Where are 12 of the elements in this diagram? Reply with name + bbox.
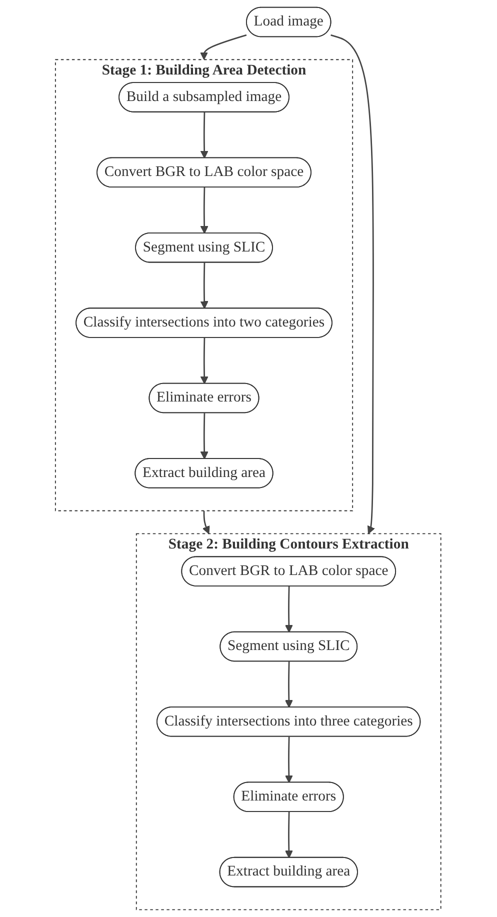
arrow (200, 338, 209, 384)
arrow (285, 662, 294, 708)
arrow (202, 510, 210, 534)
arrow (285, 586, 294, 633)
arrow (200, 34, 248, 60)
arrow (285, 736, 294, 784)
arrow (200, 188, 209, 234)
arrow (200, 413, 209, 460)
arrow (200, 112, 209, 159)
arrow (200, 262, 209, 309)
arrow (285, 812, 294, 858)
arrow (330, 34, 376, 534)
